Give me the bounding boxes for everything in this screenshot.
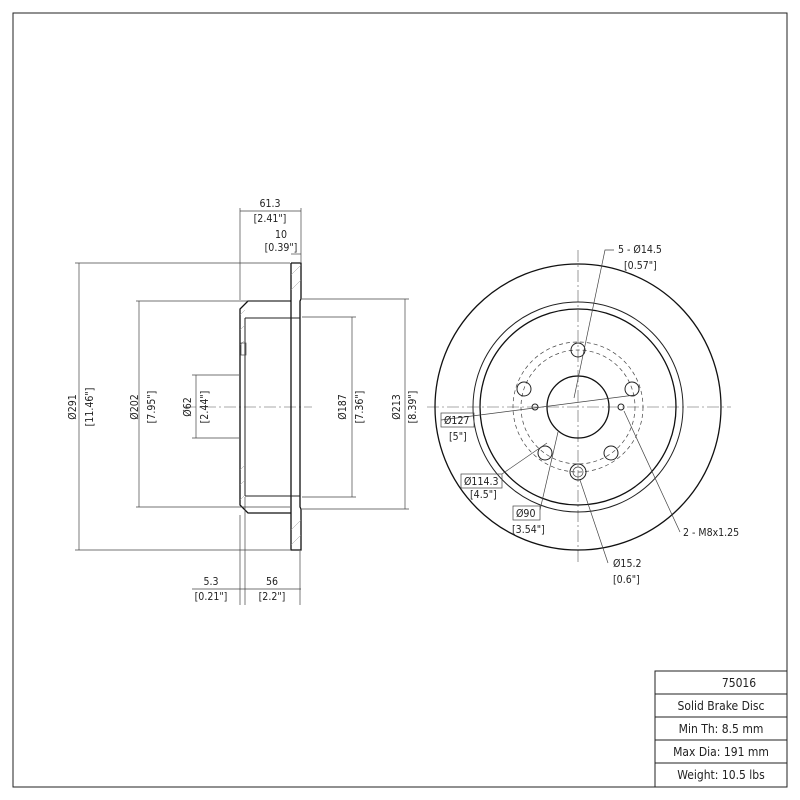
center-bore-inch: [3.54"] (512, 524, 545, 536)
friction-inner-edge (472, 301, 684, 513)
inner-hat-diameter-mm: Ø187 (337, 394, 349, 419)
bolt-hole-mark (240, 342, 247, 356)
threaded-hole (531, 403, 539, 411)
overall-width-mm: 61.3 (259, 198, 280, 210)
bolt-circle-mm: Ø127 (444, 415, 469, 427)
hub-face-thickness-inch: [0.21"] (195, 591, 228, 603)
threaded-hole (617, 403, 625, 411)
bolt-circle-box (440, 412, 475, 428)
center-bore (546, 375, 610, 439)
lug-hole (537, 445, 553, 461)
lug-hole (516, 381, 532, 397)
pcd-box (460, 473, 503, 489)
lug-hole (624, 381, 640, 397)
min-thickness: Min Th: 8.5 mm (679, 722, 764, 736)
hat-depth-inch: [2.2"] (259, 591, 286, 603)
locating-hole-inch: [0.6"] (613, 574, 640, 586)
center-bore-leader (539, 431, 559, 511)
hat-diameter-mm: Ø202 (129, 394, 141, 419)
overall-width-inch: [2.41"] (254, 213, 287, 225)
product-name: Solid Brake Disc (678, 699, 765, 713)
pcd-mm: Ø114.3 (464, 476, 498, 488)
lug-holes (516, 342, 640, 461)
flange-thickness-inch: [0.39"] (265, 242, 298, 254)
bolt-holes-leader (573, 249, 614, 399)
pcd-inch: [4.5"] (470, 489, 497, 501)
friction-diameter-inch: [8.39"] (407, 391, 419, 424)
bore-diameter-inch: [2.44"] (199, 391, 211, 424)
hat-outer-edge (479, 308, 677, 506)
lug-hole (570, 342, 586, 358)
part-number: 75016 (722, 676, 756, 690)
hat-diameter-inch: [7.95"] (146, 391, 158, 424)
side-view: 61.3 [2.41"] 10 [0.39"] Ø291 [11.46"] Ø2… (67, 198, 419, 605)
center-bore-mm: Ø90 (516, 508, 535, 520)
lug-hole (603, 445, 619, 461)
bolt-circle-leader (440, 394, 636, 421)
locating-hole-mm: Ø15.2 (613, 558, 641, 570)
drawing-border (12, 12, 788, 788)
disc-outer-edge (434, 263, 722, 551)
pcd-leader (501, 442, 548, 475)
bolt-circle-inch: [5"] (449, 431, 467, 443)
bolt-holes-label: 5 - Ø14.5 (618, 244, 662, 256)
locating-hole (569, 463, 587, 481)
hub-face-thickness-mm: 5.3 (203, 576, 218, 588)
section-hatch (239, 264, 302, 546)
flange-thickness-mm: 10 (275, 229, 287, 241)
bolt-pitch-circle (520, 349, 636, 465)
hat-depth-mm: 56 (266, 576, 278, 588)
center-bore-box (512, 505, 541, 521)
front-view: 5 - Ø14.5 [0.57"] Ø127 [5"] Ø114.3 [4.5"… (427, 244, 739, 586)
title-block-frame (654, 670, 788, 788)
threaded-holes-label: 2 - M8x1.25 (683, 527, 739, 539)
friction-diameter-mm: Ø213 (391, 394, 403, 419)
title-block: 75016 Solid Brake Disc Min Th: 8.5 mm Ma… (654, 670, 788, 788)
bore-diameter-mm: Ø62 (182, 397, 194, 416)
locating-leader (579, 479, 609, 564)
flange-outline (290, 262, 302, 551)
weight: Weight: 10.5 lbs (677, 768, 765, 782)
locating-hole-inner (572, 466, 584, 478)
inner-hat-diameter-inch: [7.36"] (354, 391, 366, 424)
threaded-leader (623, 410, 681, 533)
outer-diameter-mm: Ø291 (67, 394, 79, 419)
bolt-holes-inch: [0.57"] (624, 260, 657, 272)
pcd-circle (512, 341, 644, 473)
outer-diameter-inch: [11.46"] (84, 388, 96, 427)
max-diameter: Max Dia: 191 mm (673, 745, 769, 759)
